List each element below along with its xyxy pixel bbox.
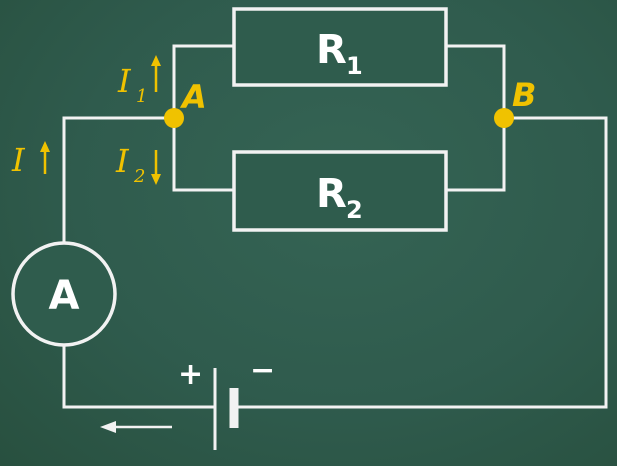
wire-upper-branch-left bbox=[172, 44, 234, 118]
current-total-arrow-head bbox=[40, 141, 50, 152]
ammeter-symbol: A bbox=[49, 273, 80, 319]
wire-lower-branch-left bbox=[172, 118, 234, 192]
current-i2-annotation: I 2 bbox=[115, 142, 161, 187]
ammeter-circle bbox=[11, 241, 117, 347]
resistor-r2-subscript: 2 bbox=[346, 196, 363, 224]
current-arrow-head bbox=[100, 421, 116, 433]
wire-lower-branch-right bbox=[446, 118, 506, 192]
current-i2-letter: I bbox=[115, 142, 130, 180]
battery-plus: + bbox=[178, 357, 203, 392]
current-total-annotation: I bbox=[11, 141, 50, 179]
wire-a-to-ammeter bbox=[62, 116, 174, 242]
wire-upper-branch-right bbox=[446, 44, 506, 118]
resistor-r1: R 1 bbox=[232, 7, 448, 87]
battery: + − bbox=[178, 353, 275, 450]
current-i1-subscript: 1 bbox=[136, 86, 147, 107]
wire-battery-to-b bbox=[234, 116, 608, 409]
node-b-dot bbox=[494, 108, 514, 128]
current-direction-arrow bbox=[100, 421, 172, 433]
resistor-r2: R 2 bbox=[232, 150, 448, 232]
node-a-label: A bbox=[179, 78, 207, 116]
resistor-r2-letter: R bbox=[316, 171, 347, 217]
current-i2-subscript: 2 bbox=[133, 166, 145, 187]
resistor-r1-subscript: 1 bbox=[346, 52, 363, 80]
current-i2-arrow-head bbox=[151, 174, 161, 185]
current-total-label: I bbox=[11, 141, 26, 179]
ammeter: A bbox=[11, 241, 117, 347]
node-b-label: B bbox=[512, 76, 536, 114]
current-i1-letter: I bbox=[117, 62, 132, 100]
resistor-r2-box bbox=[232, 150, 448, 232]
wire-ammeter-to-battery bbox=[62, 345, 215, 409]
wires bbox=[62, 44, 608, 409]
current-i1-annotation: I 1 bbox=[117, 55, 161, 107]
node-a-dot bbox=[164, 108, 184, 128]
battery-minus: − bbox=[250, 353, 275, 388]
resistor-r1-letter: R bbox=[316, 27, 347, 73]
current-i1-arrow-head bbox=[151, 55, 161, 66]
resistor-r1-box bbox=[232, 7, 448, 87]
